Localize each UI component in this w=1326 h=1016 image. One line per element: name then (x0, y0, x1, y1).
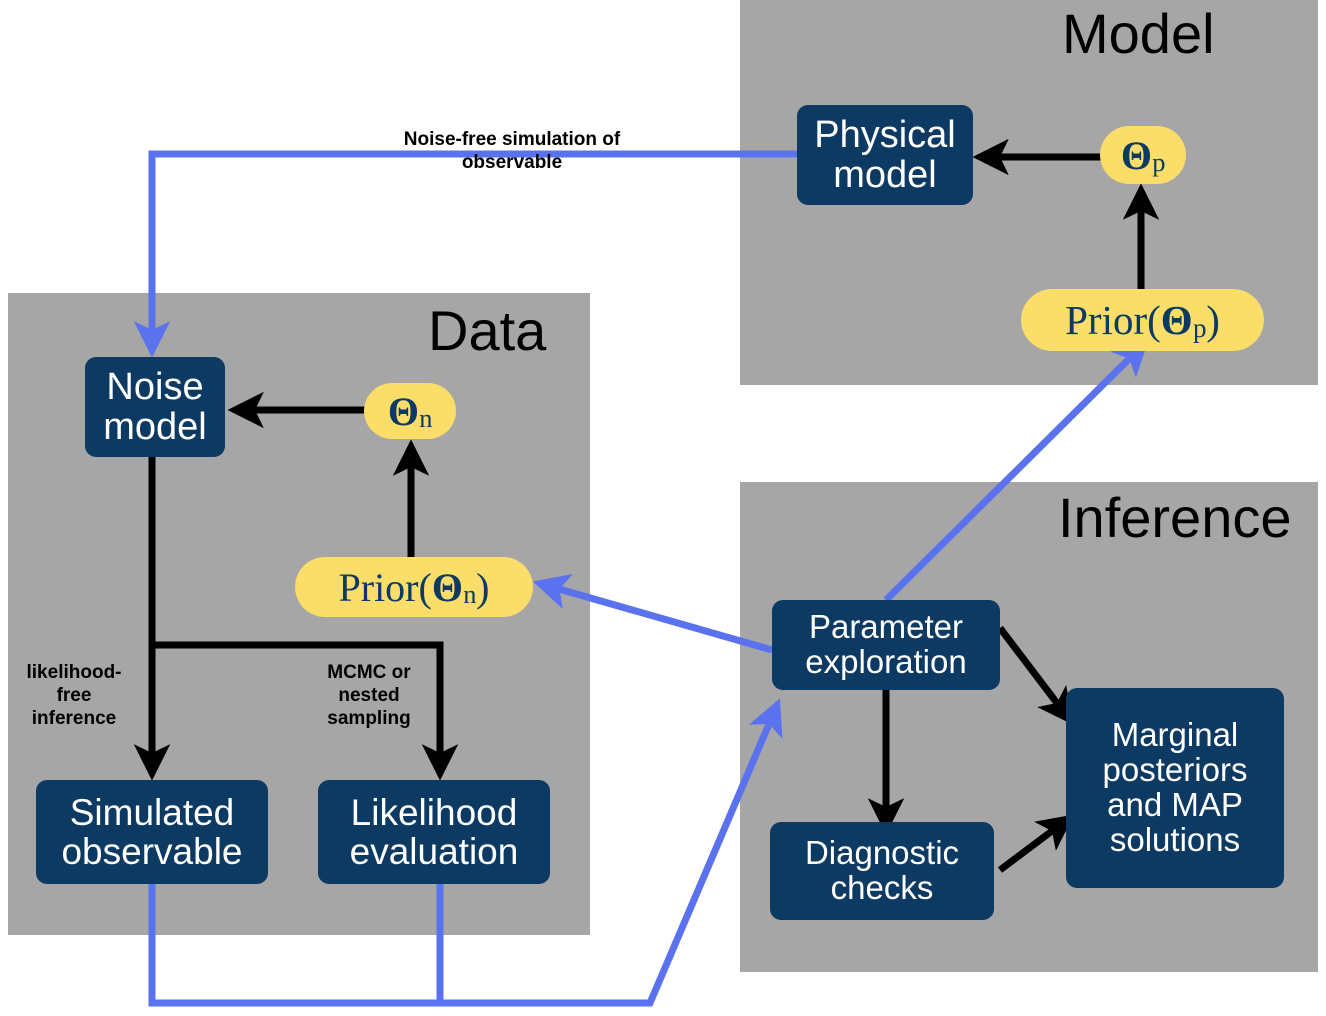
pill-prior-theta-p-symbol: Θ (1160, 297, 1193, 343)
pill-theta-p-symbol: Θ (1120, 132, 1152, 178)
node-noise-model[interactable]: Noise model (85, 357, 225, 457)
pill-prior-theta-n-prefix: Prior( (338, 564, 432, 610)
pill-theta-n-symbol: Θ (387, 388, 419, 434)
pill-prior-theta-p-prefix: Prior( (1065, 297, 1161, 343)
node-diagnostic-checks[interactable]: Diagnostic checks (770, 822, 994, 920)
pill-theta-p-subscript: p (1152, 147, 1166, 178)
panel-title-model: Model (1062, 2, 1215, 65)
pill-prior-theta-p-subscript: p (1192, 312, 1207, 343)
pill-theta-n-subscript: n (419, 403, 433, 434)
pill-prior-theta-p-suffix: ) (1206, 297, 1220, 343)
label-mcmc-or-nested-sampling: MCMC or nested sampling (327, 662, 411, 730)
node-marginal-posteriors[interactable]: Marginal posteriors and MAP solutions (1066, 688, 1284, 888)
node-parameter-exploration[interactable]: Parameter exploration (772, 600, 1000, 690)
pill-prior-theta-n-subscript: n (463, 579, 477, 610)
label-noise-free-simulation: Noise-free simulation of observable (403, 129, 621, 174)
label-likelihood-free-inference: likelihood- free inference (26, 662, 122, 730)
panel-title-data: Data (428, 299, 547, 362)
node-likelihood-evaluation[interactable]: Likelihood evaluation (318, 780, 550, 884)
pill-prior-theta-n-suffix: ) (476, 564, 490, 610)
node-physical-model[interactable]: Physical model (797, 105, 973, 205)
pill-prior-theta-n-symbol: Θ (431, 564, 463, 610)
node-simulated-observable[interactable]: Simulated observable (36, 780, 268, 884)
panel-title-inference: Inference (1058, 486, 1292, 549)
